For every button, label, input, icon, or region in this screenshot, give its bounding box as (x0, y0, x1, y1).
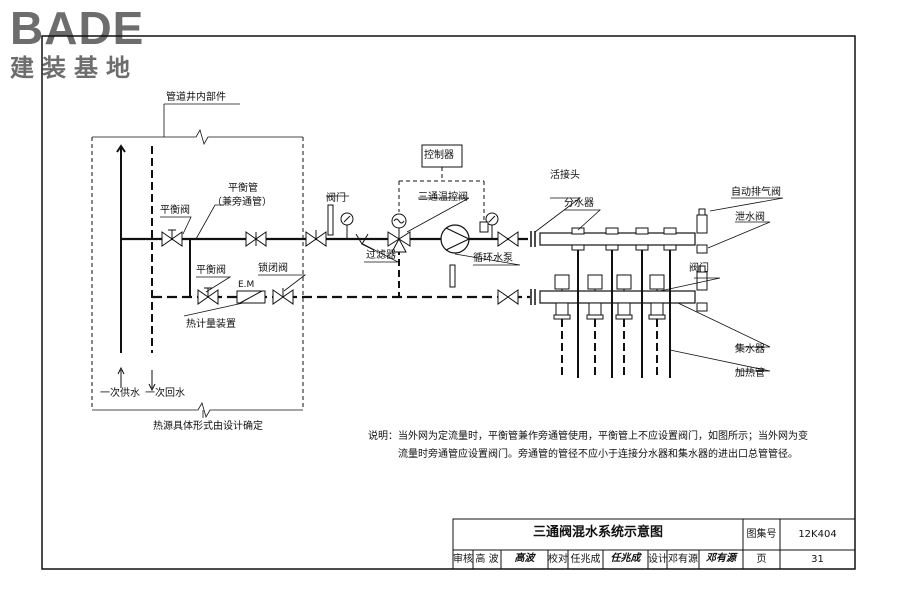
balance-pipe-label: 平衡管 (228, 183, 258, 194)
filter (355, 233, 375, 251)
bypass-pipe-label: （兼旁通管） (212, 197, 272, 208)
heat-meter-label: 热计量装置 (186, 319, 236, 330)
heat-source-label: 热源具体形式由设计确定 (153, 421, 263, 432)
reviewer-name: 高 波 (475, 554, 499, 565)
note-line-1: 当外网为定流量时，平衡管兼作旁通管使用，平衡管上不应设置阀门，如图所示；当外网为… (398, 431, 808, 442)
heating-pipes-return (561, 319, 658, 378)
balance-valve-return (197, 287, 219, 305)
auto-vent-label: 自动排气阀 (731, 187, 781, 198)
drain-valve (696, 265, 708, 312)
designer-name: 邓有源 (668, 554, 698, 565)
note-prefix: 说明： (368, 431, 398, 442)
designer-signature: 邓有源 (706, 553, 736, 564)
distributor-label: 分水器 (564, 198, 594, 209)
logo-subtitle: 建装基地 (10, 54, 138, 82)
union-supply (530, 231, 536, 247)
primary-supply-label: 一次供水 (100, 388, 140, 399)
checker-signature: 任兆成 (610, 553, 641, 564)
union-label: 活接头 (550, 170, 580, 181)
distributor-manifold (539, 232, 696, 246)
three-way-valve-label: 三通温控阀 (418, 192, 468, 203)
shaft-parts-label: 管道井内部件 (166, 92, 226, 103)
circulation-pump (440, 224, 470, 254)
filter-label: 过滤器 (366, 250, 396, 261)
drain-valve-label: 泄水阀 (735, 212, 765, 223)
riser-bottom-arrows (117, 366, 156, 392)
heating-pipes-supply (577, 250, 671, 378)
distributor-taps (571, 227, 677, 251)
collector-manifold (539, 290, 696, 304)
valve-return (497, 289, 519, 305)
union-return (530, 289, 536, 305)
lock-valve (272, 288, 294, 305)
design-note: 说明：当外网为定流量时，平衡管兼作旁通管使用，平衡管上不应设置阀门，如图所示；当… (368, 428, 838, 464)
title-block (452, 518, 856, 570)
heating-pipe-label: 加热管 (735, 368, 765, 379)
thermometer (327, 204, 334, 236)
check-label: 校对 (548, 554, 568, 565)
pressure-gauge-1 (340, 212, 354, 239)
valve-supply (305, 230, 327, 247)
balance-valve-return-label: 平衡阀 (196, 265, 226, 276)
collector-label: 集水器 (735, 344, 765, 355)
page-label: 页 (756, 554, 767, 565)
reviewer-signature: 高波 (514, 553, 535, 564)
drawing-frame (41, 35, 856, 570)
collector-actuators (554, 274, 665, 291)
balance-valve-supply (161, 229, 183, 247)
atlas-number-label: 图集号 (746, 529, 777, 540)
check-valve-supply (245, 231, 267, 247)
pump-label: 循环水泵 (473, 253, 513, 264)
shaft-dimension-lines (92, 103, 303, 419)
review-label: 审核 (453, 554, 473, 565)
checker-name: 任兆成 (570, 554, 601, 565)
logo-text: BADE (10, 2, 145, 54)
page-number: 31 (811, 554, 824, 565)
leader-lines (160, 195, 784, 372)
primary-supply-riser (116, 144, 126, 353)
valve-return-label: 阀门 (689, 263, 709, 274)
pump-support (449, 264, 456, 288)
controller-label: 控制器 (424, 150, 454, 161)
balance-valve-label: 平衡阀 (160, 205, 190, 216)
three-way-valve (387, 213, 411, 253)
design-label: 设计 (648, 554, 668, 565)
valve-after-pump (497, 231, 519, 247)
collector-outlets (553, 302, 666, 320)
drawing-title: 三通阀混水系统示意图 (532, 525, 663, 540)
temperature-sensor (479, 221, 489, 233)
atlas-number: 12K404 (798, 529, 837, 540)
heat-meter (236, 290, 266, 304)
em-label: E.M (238, 280, 255, 290)
primary-return-label: 一次回水 (145, 388, 185, 399)
lock-valve-label: 锁闭阀 (258, 263, 288, 274)
control-signal-lines (398, 167, 485, 222)
shaft-boundary (91, 137, 304, 410)
note-line-2: 流量时旁通管应设置阀门。旁通管的管径不应小于连接分水器和集水器的进出口总管管径。 (398, 449, 798, 460)
valve-label: 阀门 (326, 193, 346, 204)
auto-vent-valve (696, 208, 708, 254)
pressure-gauge-2 (485, 212, 499, 239)
